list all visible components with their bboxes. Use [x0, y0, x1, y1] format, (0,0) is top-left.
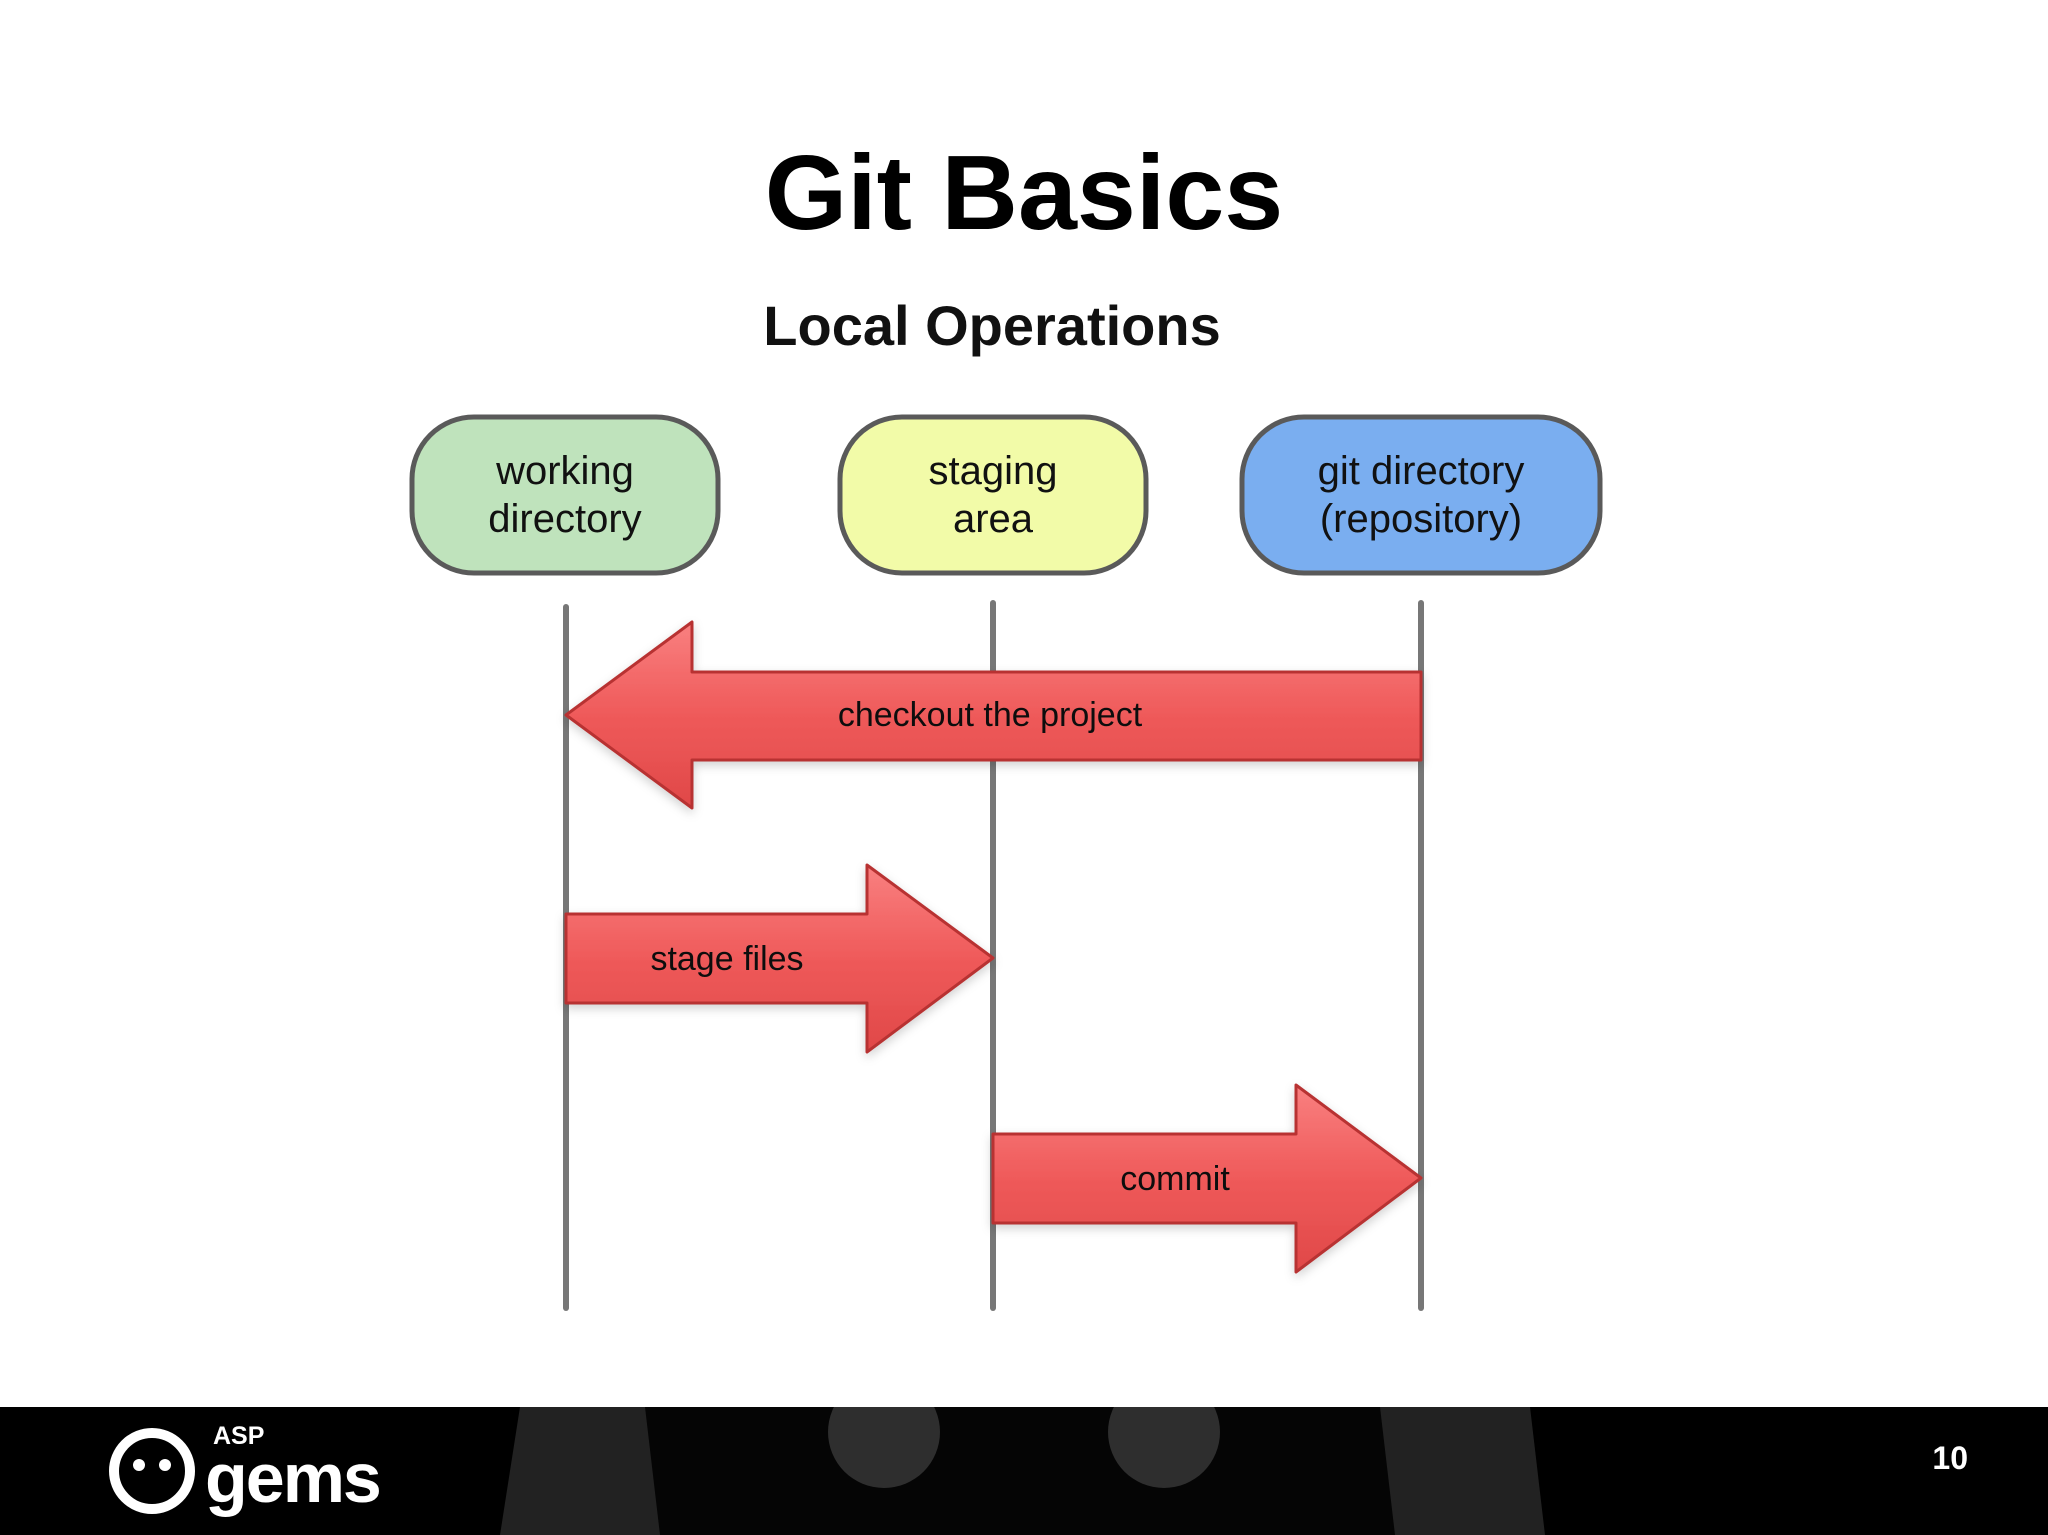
arrow-commit: commit — [991, 1083, 1423, 1274]
node-working-directory-line2: directory — [488, 497, 641, 541]
footer-background-shape-inner — [645, 1407, 1395, 1535]
footer-decoration-dot-right — [1108, 1407, 1220, 1488]
node-staging-area-line1: staging — [929, 449, 1058, 493]
local-operations-diagram: Local Operations working directory stagi… — [409, 294, 1603, 1311]
logo-asp-text: ASP — [213, 1422, 264, 1450]
logo-gems-text: gems — [205, 1439, 380, 1517]
arrow-stage-files: stage files — [564, 863, 995, 1054]
slide-title: Git Basics — [764, 134, 1284, 252]
footer-decoration: ASP gems — [109, 1407, 1545, 1535]
diagram-heading: Local Operations — [763, 294, 1220, 357]
arrow-stage-files-label: stage files — [650, 940, 803, 978]
node-working-directory-line1: working — [495, 449, 634, 493]
node-staging-area-line2: area — [953, 497, 1034, 541]
node-git-directory-line2: (repository) — [1320, 497, 1522, 541]
asp-gems-logo: ASP gems — [109, 1422, 382, 1517]
node-working-directory: working directory — [409, 414, 721, 576]
arrow-checkout-the-project: checkout the project — [564, 620, 1423, 810]
arrow-commit-label: commit — [1120, 1160, 1230, 1198]
node-staging-area: staging area — [837, 414, 1149, 576]
logo-face-icon — [109, 1428, 195, 1514]
node-git-directory-line1: git directory — [1318, 449, 1525, 493]
footer-decoration-dot-left — [828, 1407, 940, 1488]
page-number: 10 — [1932, 1440, 1968, 1476]
footer-bar: ASP gems — [0, 1407, 2048, 1535]
arrow-checkout-label: checkout the project — [838, 696, 1143, 734]
node-git-directory: git directory (repository) — [1239, 414, 1603, 576]
